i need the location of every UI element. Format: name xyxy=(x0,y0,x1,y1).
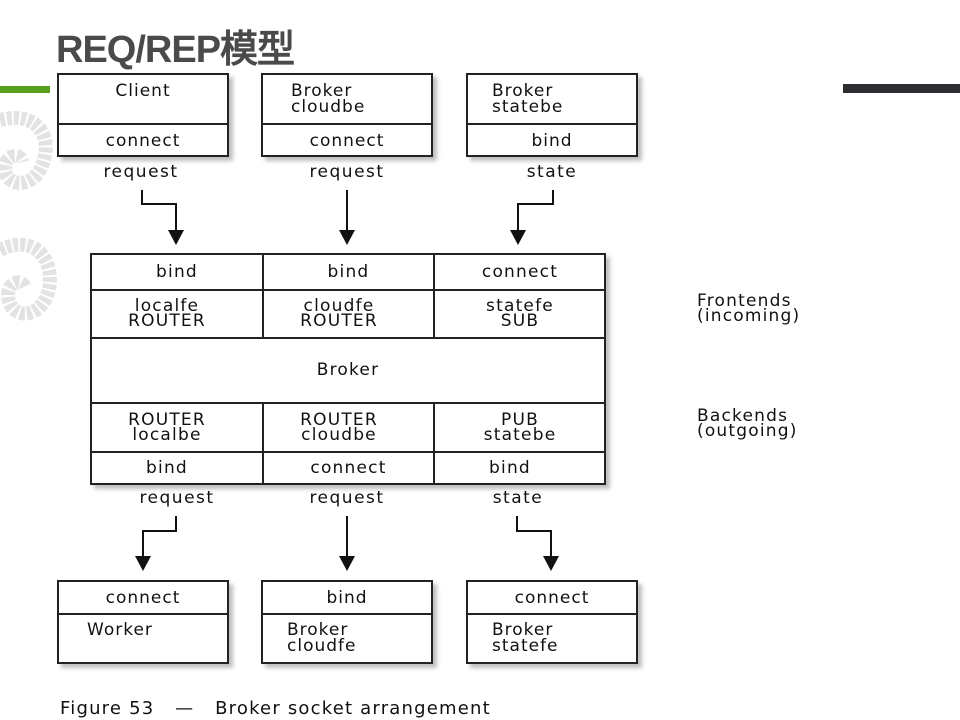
backend-op: bind xyxy=(489,457,531,478)
arrowhead-icon xyxy=(339,556,355,571)
arrow-localbe-to-worker xyxy=(142,516,177,558)
divider xyxy=(263,613,431,615)
frontend-socket: localfe ROUTER xyxy=(128,296,206,331)
backend-op: connect xyxy=(310,457,387,478)
decorative-swirl-icon xyxy=(0,111,57,321)
box-name: Broker statefe xyxy=(492,620,559,656)
frontend-socket: statefe SUB xyxy=(486,296,554,331)
frontend-op: bind xyxy=(327,261,370,282)
backend-op: bind xyxy=(146,457,188,478)
broker-statebe-box: Broker statebe bind xyxy=(466,73,638,157)
frontend-op: connect xyxy=(481,261,559,282)
arrowhead-icon xyxy=(510,230,526,245)
flow-label: state xyxy=(526,162,578,182)
backend-socket: ROUTER localbe xyxy=(128,409,206,445)
socket-op: connect xyxy=(309,131,385,151)
arrowhead-icon xyxy=(543,556,559,571)
arrowhead-icon xyxy=(339,230,355,245)
broker-box: bind bind connect localfe ROUTER cloudfe… xyxy=(90,253,606,485)
arrow-statebe-to-statefe xyxy=(517,190,554,232)
socket-op: bind xyxy=(326,588,368,608)
accent-bar-green xyxy=(0,86,50,93)
box-name: Worker xyxy=(87,620,153,640)
backend-socket: PUB statebe xyxy=(483,409,557,445)
broker-cloudfe-box: bind Broker cloudfe xyxy=(261,580,433,664)
box-name: Broker statebe xyxy=(492,81,564,117)
flow-label: state xyxy=(492,488,544,508)
figure-caption: Figure 53 — Broker socket arrangement xyxy=(60,698,491,719)
divider xyxy=(468,613,636,615)
frontend-socket: cloudfe ROUTER xyxy=(300,296,378,331)
divider xyxy=(59,123,227,125)
flow-label: request xyxy=(139,488,215,508)
broker-statefe-box: connect Broker statefe xyxy=(466,580,638,664)
socket-op: connect xyxy=(105,588,181,608)
socket-op: connect xyxy=(514,588,590,608)
client-box: Client connect xyxy=(57,73,229,157)
broker-cloudbe-box: Broker cloudbe connect xyxy=(261,73,433,157)
socket-op: bind xyxy=(531,131,573,151)
box-name: Client xyxy=(115,81,171,101)
box-name: Broker cloudfe xyxy=(287,620,357,656)
box-name: Broker cloudbe xyxy=(291,81,366,117)
arrowhead-icon xyxy=(135,556,151,571)
divider xyxy=(468,123,636,125)
worker-box: connect Worker xyxy=(57,580,229,664)
frontends-label: Frontends (incoming) xyxy=(697,291,801,326)
arrow-client-to-localfe xyxy=(141,190,177,232)
backends-label: Backends (outgoing) xyxy=(697,406,798,441)
arrowhead-icon xyxy=(168,230,184,245)
flow-label: request xyxy=(309,488,385,508)
frontend-op: bind xyxy=(156,261,198,282)
broker-label: Broker xyxy=(316,360,380,380)
flow-label: request xyxy=(309,162,385,182)
page-title: REQ/REP模型 xyxy=(56,29,295,71)
accent-bar-dark xyxy=(843,84,960,93)
flow-label: request xyxy=(103,162,179,182)
arrow-statebe-to-statefe-bottom xyxy=(516,516,552,558)
backend-socket: ROUTER cloudbe xyxy=(300,409,378,445)
divider xyxy=(59,613,227,615)
divider xyxy=(263,123,431,125)
socket-op: connect xyxy=(105,131,181,151)
